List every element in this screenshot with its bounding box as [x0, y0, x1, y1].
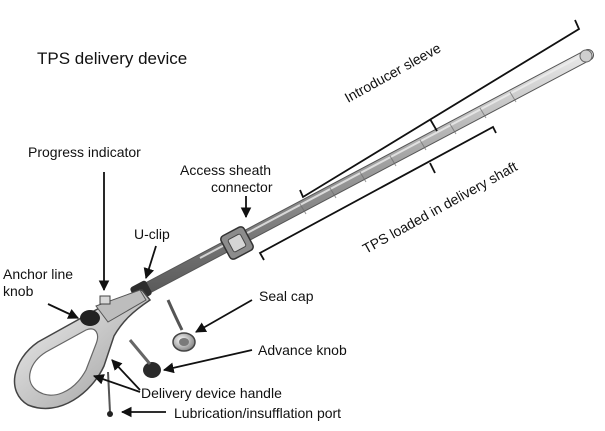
- label-port: Lubrication/insufflation port: [174, 405, 341, 421]
- label-anchor-line1: Anchor line: [3, 266, 73, 282]
- anchor-line-knob-part: [80, 310, 100, 326]
- label-anchor-line2: knob: [3, 283, 34, 299]
- introducer-sleeve-bracket: [299, 19, 581, 199]
- label-tps-loaded: TPS loaded in delivery shaft: [360, 158, 520, 257]
- introducer-shaft: [134, 49, 594, 298]
- access-sheath-connector: [220, 226, 254, 260]
- label-access-sheath-line1: Access sheath: [180, 162, 271, 178]
- label-access-sheath-line2: connector: [211, 179, 273, 195]
- diagram-title: TPS delivery device: [37, 49, 187, 68]
- advance-knob-part: [143, 362, 161, 378]
- label-u-clip: U-clip: [134, 226, 170, 242]
- label-advance-knob: Advance knob: [258, 342, 347, 358]
- tps-loaded-bracket: [258, 125, 497, 261]
- label-seal-cap: Seal cap: [259, 288, 314, 304]
- label-handle: Delivery device handle: [141, 385, 282, 401]
- label-progress-indicator: Progress indicator: [28, 144, 141, 160]
- device-handle: [13, 289, 161, 417]
- seal-cap-part: [166, 299, 196, 352]
- label-introducer-sleeve: Introducer sleeve: [342, 39, 444, 105]
- leader-lines: [47, 172, 253, 418]
